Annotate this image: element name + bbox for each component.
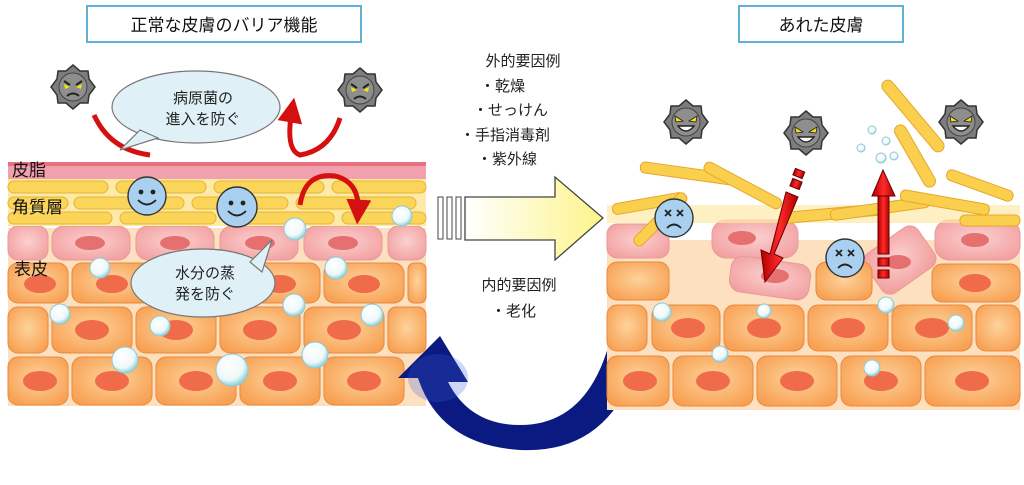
sad-face-icon [654, 198, 694, 238]
water-bubble-line1: 水分の蒸 [175, 264, 235, 282]
sebum-label: 皮脂 [12, 161, 46, 181]
escaping-droplets [652, 125, 965, 377]
germ-icon [938, 99, 984, 145]
germ-icon [337, 67, 383, 113]
damaged-orange-cells [606, 261, 1021, 407]
internal-factors-heading: 内的要因例 [481, 276, 556, 294]
germ-icon [663, 99, 709, 145]
happy-face-icon [216, 186, 258, 228]
normal-title-box [86, 5, 362, 43]
internal-factors-list: 内的要因例 ・老化 [481, 276, 556, 320]
water-bubble-line2: 発を防ぐ [175, 285, 235, 303]
happy-face-icon [127, 176, 167, 216]
damaged-skin-title: あれた皮膚 [779, 16, 864, 36]
water-droplets [49, 205, 413, 387]
bounce-arrow [91, 113, 151, 158]
bounce-arrow [277, 97, 343, 158]
germ-icon [50, 64, 96, 110]
pathogen-bubble-line1: 病原菌の [173, 89, 233, 107]
transition-arrow [437, 175, 604, 262]
water-speech-bubble: 水分の蒸 発を防ぐ [130, 239, 276, 318]
curve-arrow [297, 173, 372, 225]
external-factor-item: ・紫外線 [477, 150, 537, 168]
pathogen-invasion-arrow [760, 167, 806, 284]
external-factor-item: ・せっけん [473, 101, 548, 119]
normal-skin-panel: 病原菌の 進入を防ぐ 水分の蒸 発を防ぐ 皮脂 角質層 表皮 正常な皮膚のバリア… [7, 5, 427, 406]
sad-face-icon [825, 238, 865, 278]
epidermis-label: 表皮 [14, 260, 48, 280]
external-factors-list: 外的要因例 ・乾燥 ・せっけん ・手指消毒剤 ・紫外線 [460, 52, 561, 168]
external-factor-item: ・乾燥 [480, 77, 525, 95]
pathogen-bubble-line2: 進入を防ぐ [165, 110, 240, 128]
internal-factor-item: ・老化 [491, 302, 536, 320]
moisture-loss-arrow [871, 168, 896, 279]
external-factor-item: ・手指消毒剤 [460, 126, 550, 144]
pathogen-speech-bubble: 病原菌の 進入を防ぐ [111, 70, 281, 151]
stratum-corneum-label: 角質層 [12, 198, 63, 218]
pink-cell-row [7, 225, 427, 261]
normal-skin-title: 正常な皮膚のバリア機能 [131, 16, 318, 36]
germ-icon [783, 110, 829, 156]
external-factors-heading: 外的要因例 [485, 52, 560, 70]
damaged-title-box [738, 5, 904, 43]
damaged-skin-panel: あれた皮膚 [606, 5, 1021, 410]
recovery-arrow [398, 312, 648, 451]
